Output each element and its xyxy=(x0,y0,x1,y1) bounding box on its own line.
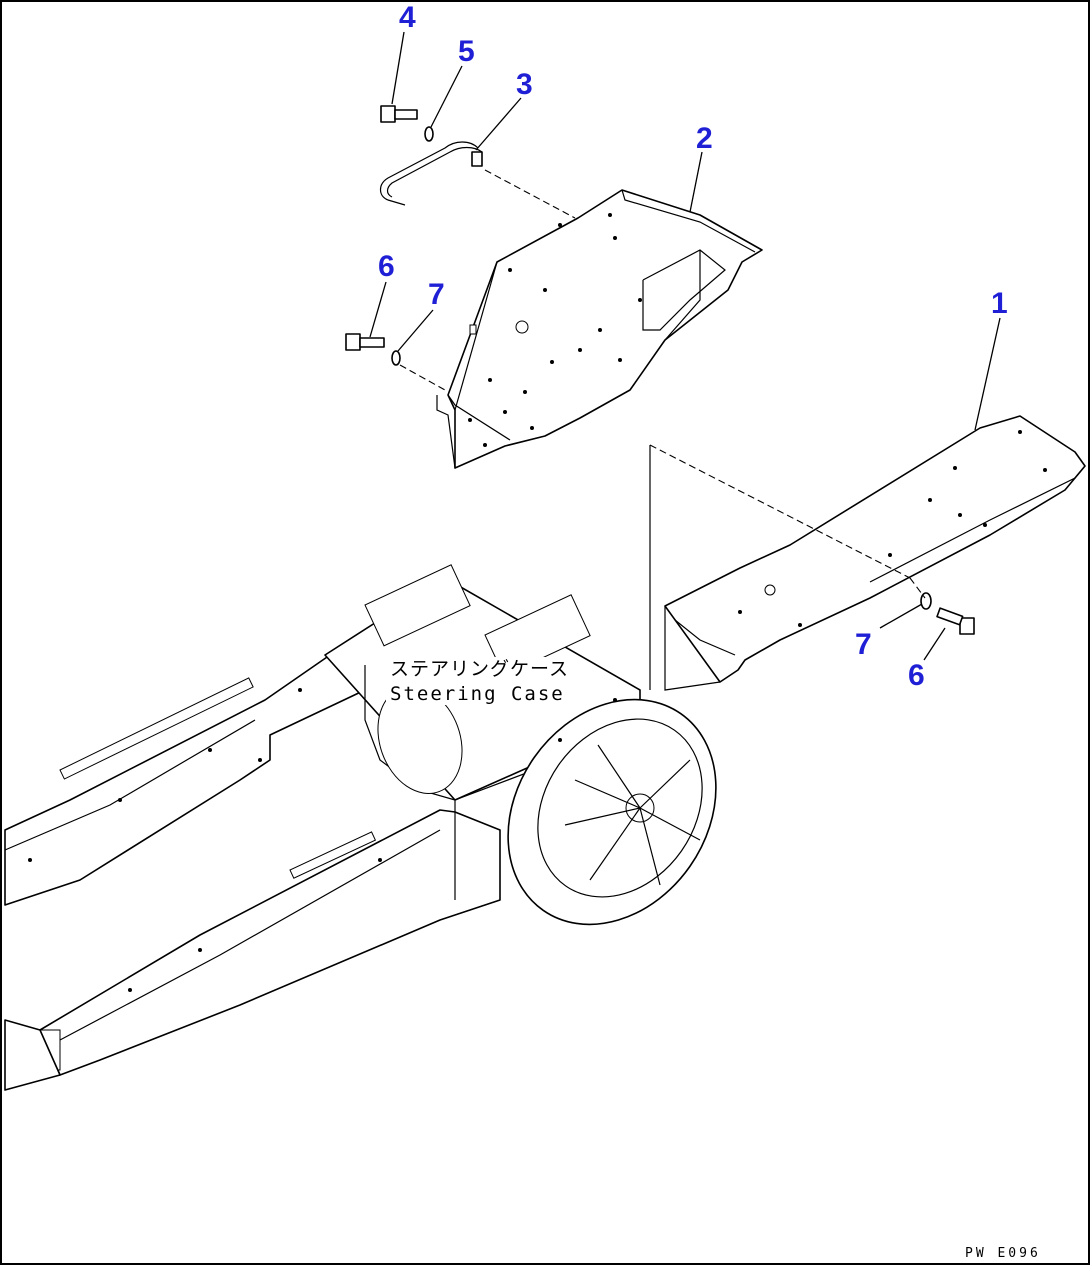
steering-case-label-en: Steering Case xyxy=(390,683,565,705)
bolt-part-6-upper xyxy=(345,333,385,351)
callout-2: 2 xyxy=(696,122,713,155)
bolt-part-6-lower xyxy=(936,607,975,635)
cover-part-1 xyxy=(649,415,1086,691)
callout-6-upper: 6 xyxy=(378,250,395,283)
drawing-code: PW E096 xyxy=(965,1246,1041,1261)
callout-5: 5 xyxy=(458,35,475,68)
callout-1: 1 xyxy=(991,287,1008,320)
washer-part-7-lower xyxy=(920,592,932,610)
washer-part-7-upper xyxy=(391,350,401,366)
steering-case-label-jp: ステアリングケース xyxy=(390,658,569,680)
callout-6-lower: 6 xyxy=(908,659,925,692)
main-frame xyxy=(4,564,717,1091)
bolt-part-4 xyxy=(380,105,418,123)
leader-lines xyxy=(369,31,1001,661)
callout-7-upper: 7 xyxy=(428,278,445,311)
hook-part-3 xyxy=(379,141,483,206)
cover-part-2 xyxy=(436,189,763,469)
callout-7-lower: 7 xyxy=(855,628,872,661)
callout-3: 3 xyxy=(516,68,533,101)
callout-4: 4 xyxy=(399,1,416,34)
assembly-lines xyxy=(399,169,926,599)
washer-part-5 xyxy=(424,126,434,142)
